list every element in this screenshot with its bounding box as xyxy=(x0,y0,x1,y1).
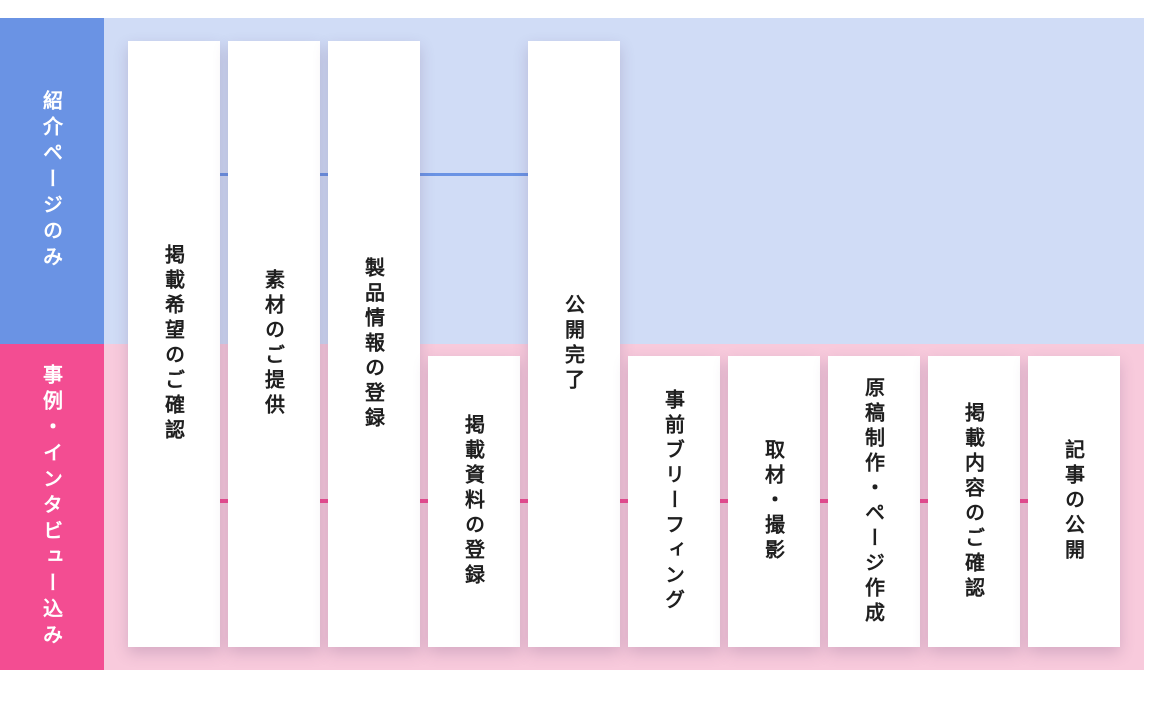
connector-case-2 xyxy=(320,499,328,503)
step-card-material-provision: 素材のご提供 xyxy=(228,41,320,647)
step-card-document-registration: 掲載資料の登録 xyxy=(428,356,520,647)
step-label: 取材・撮影 xyxy=(761,439,786,564)
step-card-manuscript-page-creation: 原稿制作・ページ作成 xyxy=(828,356,920,647)
connector-case-5 xyxy=(620,499,628,503)
step-label: 事前ブリーフィング xyxy=(661,389,686,614)
step-label: 掲載内容のご確認 xyxy=(961,401,986,602)
step-label: 記事の公開 xyxy=(1061,439,1086,564)
connector-case-9 xyxy=(1020,499,1028,503)
row-label-intro-only: 紹介ページのみ xyxy=(0,18,104,344)
connector-case-1 xyxy=(220,499,228,503)
connector-case-3 xyxy=(420,499,428,503)
step-card-content-review: 掲載内容のご確認 xyxy=(928,356,1020,647)
step-card-publish-complete: 公開完了 xyxy=(528,41,620,647)
connector-case-8 xyxy=(920,499,928,503)
row-label-intro-only-text: 紹介ページのみ xyxy=(39,90,64,272)
connector-intro-1 xyxy=(220,173,228,176)
row-label-case-study-text: 事例・インタビュー込み xyxy=(39,364,64,650)
row-label-case-study: 事例・インタビュー込み xyxy=(0,344,104,670)
step-card-interview-shooting: 取材・撮影 xyxy=(728,356,820,647)
connector-case-6 xyxy=(720,499,728,503)
step-card-pre-briefing: 事前ブリーフィング xyxy=(628,356,720,647)
step-card-publish-request-check: 掲載希望のご確認 xyxy=(128,41,220,647)
step-label: 掲載資料の登録 xyxy=(461,414,486,589)
connector-case-7 xyxy=(820,499,828,503)
connector-case-4 xyxy=(520,499,528,503)
step-label: 掲載希望のご確認 xyxy=(161,244,186,444)
step-label: 製品情報の登録 xyxy=(361,256,386,432)
step-label: 公開完了 xyxy=(561,294,586,394)
connector-intro-2 xyxy=(320,173,328,176)
connector-intro-3 xyxy=(420,173,528,176)
step-card-article-publish: 記事の公開 xyxy=(1028,356,1120,647)
step-label: 原稿制作・ページ作成 xyxy=(861,376,886,627)
step-card-product-info-registration: 製品情報の登録 xyxy=(328,41,420,647)
step-label: 素材のご提供 xyxy=(261,269,286,419)
